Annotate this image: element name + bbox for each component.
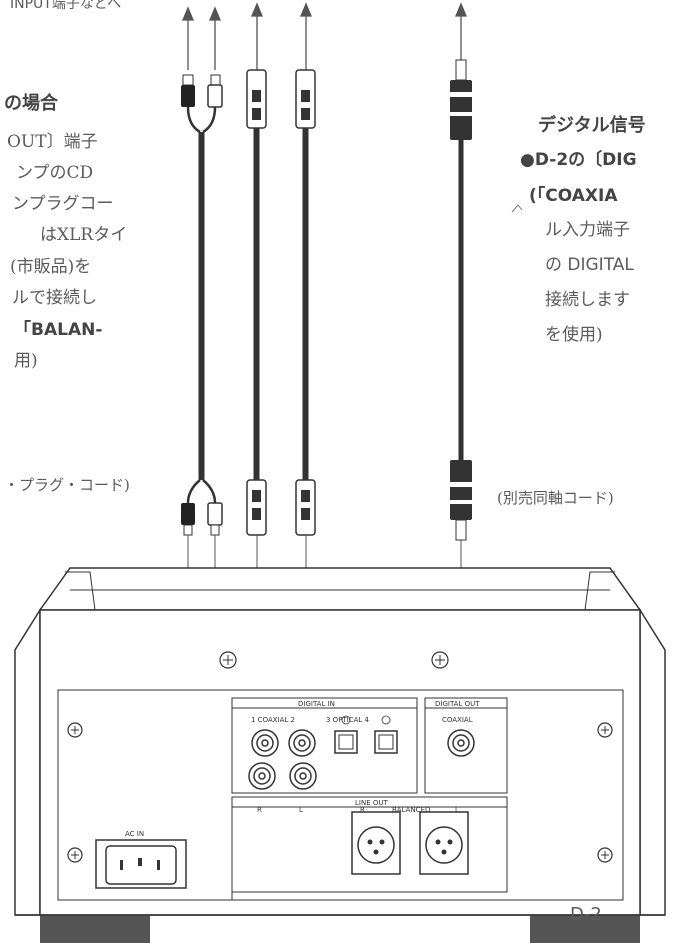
d2-rear-panel: DIGITAL IN DIGITAL OUT 1 COAXIAL 2 3 OPT… [14, 567, 666, 943]
optical-in-label: 3 OPTICAL 4 [326, 716, 370, 724]
xlr-r-label: R [360, 806, 365, 814]
right-heading: デジタル信号 [538, 115, 646, 136]
signal-arrows [182, 2, 467, 70]
right-line-2: (「COAXIA [529, 186, 618, 206]
right-line-4: の DIGITAL [545, 255, 634, 275]
right-line-6: を使用) [545, 325, 603, 345]
rca-r-label: R [257, 806, 262, 814]
left-line-8: 用) [14, 351, 38, 371]
coaxial-cord [450, 59, 472, 730]
digital-out-label: DIGITAL OUT [435, 700, 480, 708]
left-line-2: ンプのCD [16, 163, 94, 183]
left-line-3: ンプラグコー [12, 194, 114, 214]
balanced-xlr-jacks [351, 811, 469, 875]
left-line-7: 「BALAN- [14, 320, 103, 340]
rca-l-label: L [299, 806, 303, 814]
left-line-4: はXLRタイ [40, 225, 128, 245]
ac-in-label: AC IN [125, 830, 144, 838]
xlr-l-label: L [455, 806, 459, 814]
right-line-3: ル入力端子 [545, 220, 630, 240]
right-line-5: 接続します [545, 290, 630, 310]
coaxial-out-label: COAXIAL [442, 716, 473, 724]
left-cord-label: ・プラグ・コード) [4, 476, 130, 494]
left-heading: の場合 [4, 93, 58, 114]
line-out-label: LINE OUT [355, 799, 388, 807]
digital-in-label: DIGITAL IN [298, 700, 335, 708]
model-label: D-2 [570, 904, 602, 925]
right-cord-label: (別売同軸コード) [497, 489, 614, 507]
balanced-label: BALANCED [392, 806, 430, 814]
top-note: INPUT端子などへ [10, 0, 122, 12]
left-line-5: (市販品)を [10, 257, 92, 277]
coaxial-in-label: 1 COAXIAL 2 [251, 716, 295, 724]
check-mark-icon [511, 204, 523, 213]
right-line-1: ●D-2の〔DIG [520, 150, 637, 170]
left-line-6: ルで接続し [12, 288, 97, 308]
left-line-1: OUT〕端子 [7, 132, 98, 152]
